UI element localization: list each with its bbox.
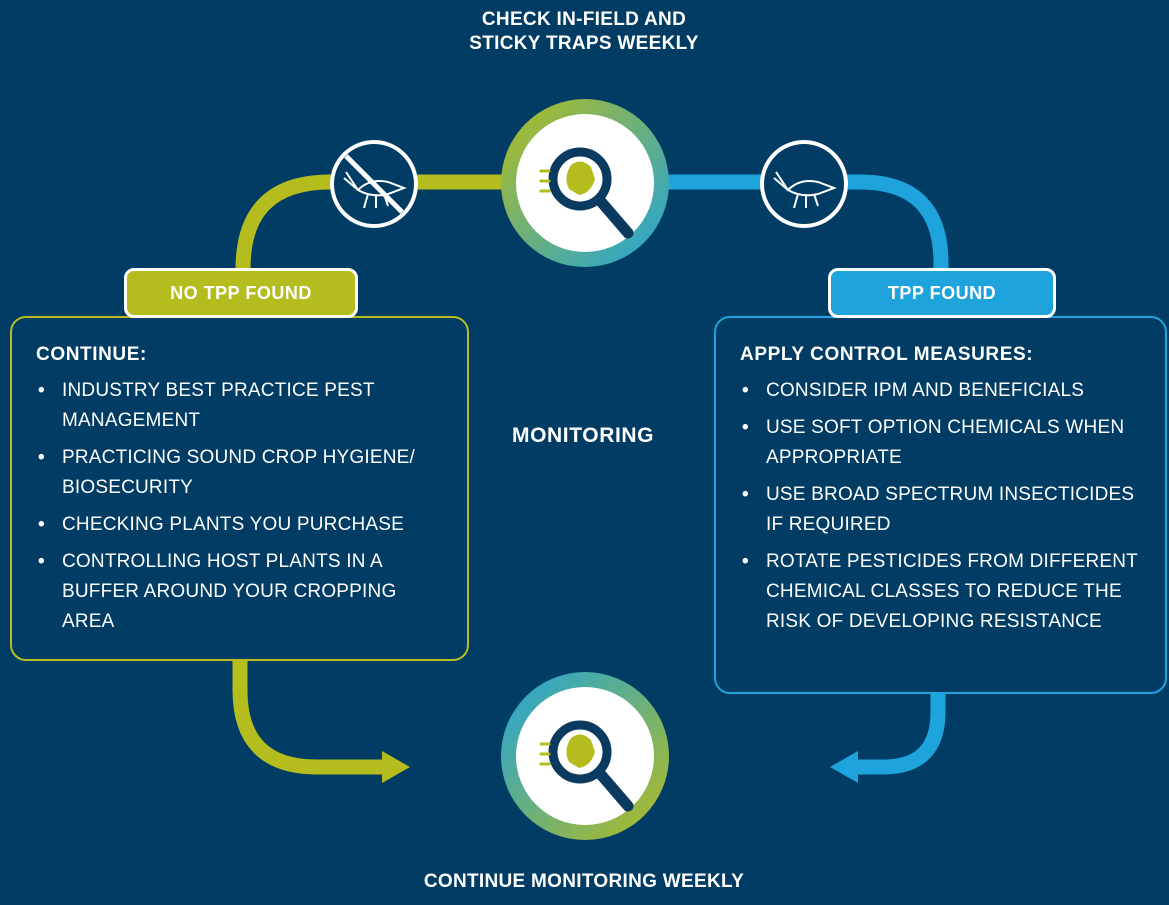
flow-path-bottom-left: [232, 660, 392, 775]
bottom-heading: CONTINUE MONITORING WEEKLY: [423, 871, 745, 892]
list-item: •CHECKING PLANTS YOU PURCHASE: [38, 514, 405, 535]
list-item: •USE SOFT OPTION CHEMICALS WHEN APPROPRI…: [742, 417, 1125, 468]
bottom-node: [501, 672, 669, 840]
list-item: •CONTROLLING HOST PLANTS IN A BUFFER ARO…: [38, 551, 397, 632]
flow-arrow-left: [382, 751, 410, 783]
list-item: •CONSIDER IPM AND BENEFICIALS: [742, 380, 1085, 401]
list-item: •PRACTICING SOUND CROP HYGIENE/ BIOSECUR…: [38, 447, 415, 498]
magnifier-bug-icon: [539, 720, 634, 812]
psyllid-icon: [760, 140, 848, 228]
no-tpp-panel: CONTINUE: •INDUSTRY BEST PRACTICE PEST M…: [10, 316, 469, 661]
tpp-panel: APPLY CONTROL MEASURES: •CONSIDER IPM AN…: [714, 316, 1167, 694]
no-tpp-list: •INDUSTRY BEST PRACTICE PEST MANAGEMENT …: [36, 376, 447, 637]
no-tpp-found-tab: NO TPP FOUND: [124, 268, 358, 318]
flow-path-top-right: [665, 174, 949, 275]
no-psyllid-icon: [330, 140, 418, 228]
flow-arrow-right: [830, 751, 858, 783]
tpp-list: •CONSIDER IPM AND BENEFICIALS •USE SOFT …: [740, 376, 1145, 637]
top-node: [501, 99, 669, 267]
list-item: •ROTATE PESTICIDES FROM DIFFERENT CHEMIC…: [742, 551, 1138, 632]
list-item: •INDUSTRY BEST PRACTICE PEST MANAGEMENT: [38, 380, 375, 431]
magnifier-bug-icon: [539, 147, 634, 239]
top-heading: CHECK IN-FIELD AND STICKY TRAPS WEEKLY: [469, 9, 699, 54]
tpp-panel-title: APPLY CONTROL MEASURES:: [740, 344, 1034, 365]
flow-path-bottom-right: [850, 692, 946, 775]
list-item: •USE BROAD SPECTRUM INSECTICIDES IF REQU…: [742, 484, 1135, 535]
monitoring-label: MONITORING: [512, 424, 655, 447]
tpp-found-tab: TPP FOUND: [828, 268, 1056, 318]
no-tpp-panel-title: CONTINUE:: [36, 344, 147, 365]
flow-path-top-left: [235, 174, 505, 275]
